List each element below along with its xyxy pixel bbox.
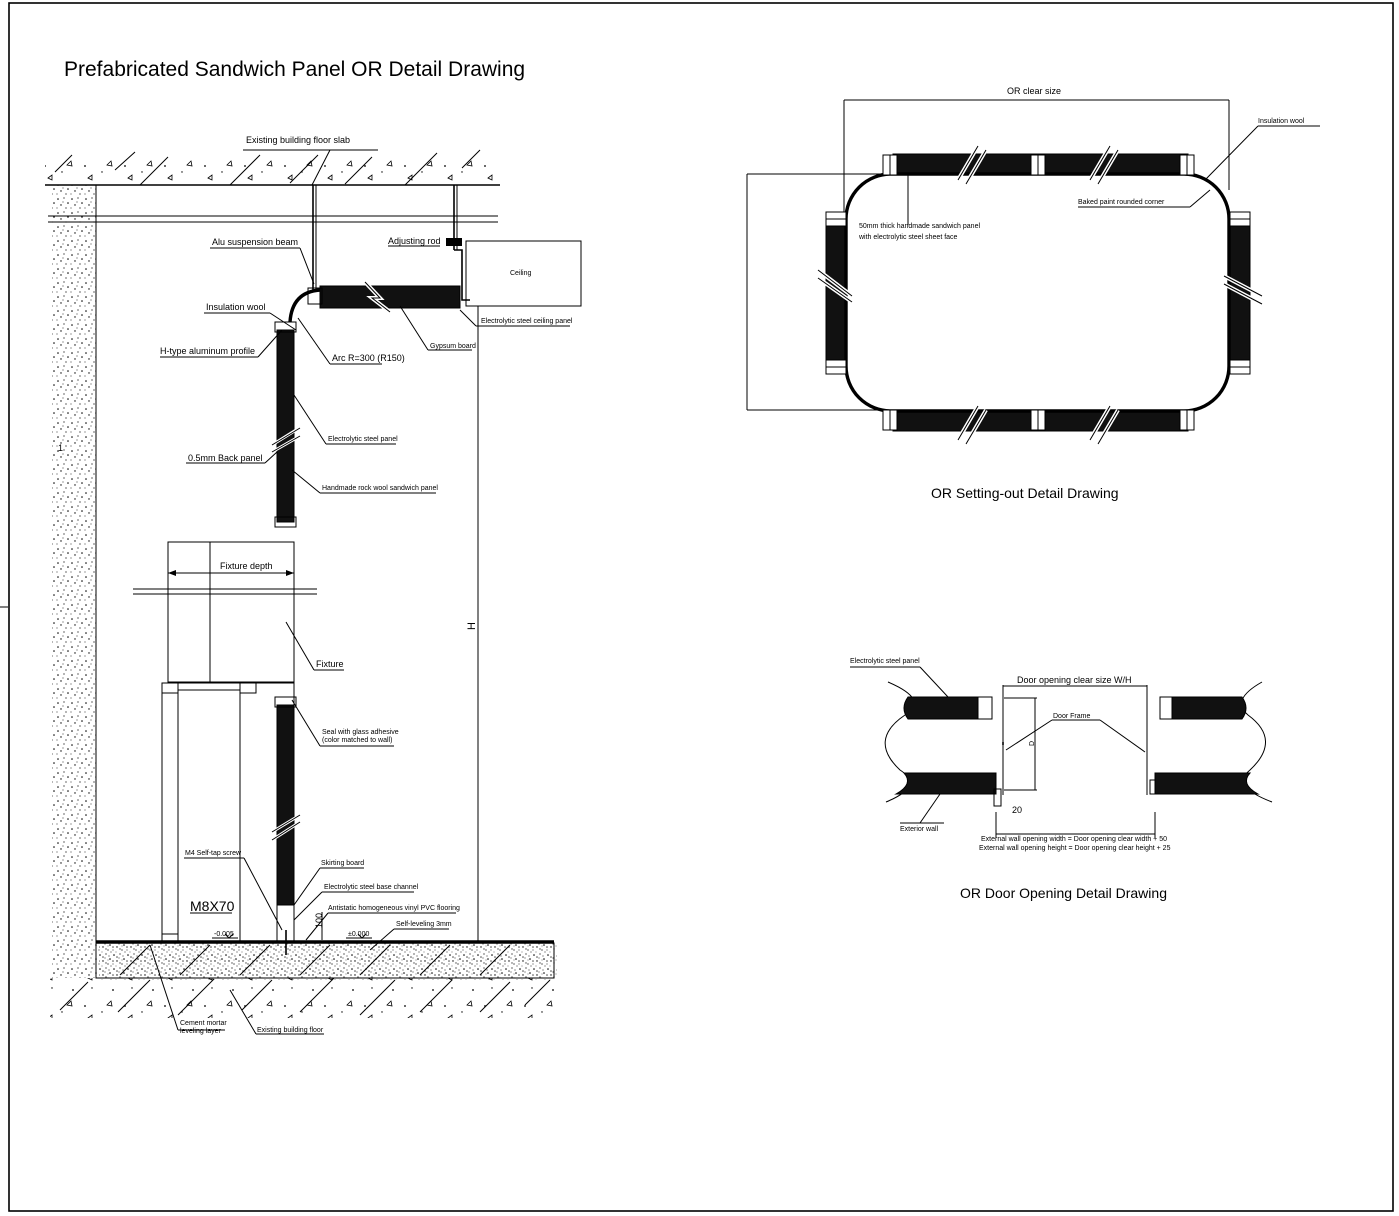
cabinet-cross-1 [161, 682, 179, 694]
door-left-panel-bottom [894, 772, 997, 795]
arc-corner [288, 288, 321, 323]
wall-panel-upper [276, 329, 295, 523]
existing-wall [52, 185, 96, 978]
cabinet-cross-3 [161, 933, 179, 943]
label-door-clear: Door opening clear size W/H [1017, 675, 1132, 685]
label-bolt: M8X70 [190, 898, 235, 914]
sheet-border [8, 2, 1394, 1212]
title-setting-out: OR Setting-out Detail Drawing [931, 485, 1119, 501]
door-left-profile [977, 696, 993, 720]
label-height: H [466, 622, 478, 630]
door-right-sill [1149, 779, 1156, 795]
lower-break [271, 814, 301, 841]
ground-floor [50, 978, 555, 1018]
plan-h-profiles [825, 154, 1251, 431]
label-mortar-2: leveling layer [180, 1028, 222, 1035]
door-opening-detail: Door opening clear size W/H Electrolytic… [850, 658, 1273, 901]
door-leaders [850, 666, 1146, 824]
label-ceiling: Ceiling [510, 270, 532, 277]
label-skirting: Skirting board [321, 860, 364, 867]
label-exterior-wall: Exterior wall [900, 826, 939, 833]
label-pvc: Antistatic homogeneous vinyl PVC floorin… [328, 905, 460, 912]
label-floor-slab: Existing building floor slab [246, 135, 350, 145]
ceiling-panel [319, 285, 461, 309]
leveling-speckle [99, 945, 557, 980]
plan-rounded-outline [844, 172, 1231, 413]
label-level-neg: -0.005 [214, 931, 234, 938]
ceiling-h-profile [307, 287, 323, 305]
door-right-panel-top [1171, 696, 1247, 720]
fixture-frame [167, 541, 295, 683]
label-door-note-1: External wall opening width = Door openi… [981, 836, 1167, 843]
lower-h-profile [274, 696, 297, 708]
upper-h-profile [274, 321, 297, 333]
label-rock-wool: Handmade rock wool sandwich panel [322, 485, 438, 492]
setting-out-plan: OR clear size [746, 86, 1320, 501]
slab-hatch [54, 149, 481, 186]
title-door-opening: OR Door Opening Detail Drawing [960, 885, 1167, 901]
cabinet-inner [177, 689, 241, 943]
plan-breaks [816, 144, 1263, 446]
ceiling-panel-break-line [364, 281, 391, 313]
door-left-panel-top [903, 696, 979, 720]
label-fixture: Fixture [316, 659, 344, 669]
label-fixture-depth: Fixture depth [220, 561, 273, 571]
label-panel-note-2: with electrolytic steel sheet face [858, 234, 958, 241]
label-dim-100: 100 [314, 913, 324, 928]
floor-hatch [59, 977, 551, 1016]
label-door-frame: Door Frame [1053, 713, 1090, 720]
rod-clamp [446, 238, 462, 246]
label-side-mark: 1 [58, 443, 63, 453]
label-dim-20: 20 [1012, 805, 1022, 815]
plan-leaders [907, 125, 1320, 225]
upper-break [271, 427, 301, 453]
label-self-leveling: Self-leveling 3mm [396, 921, 452, 928]
label-clear-size: OR clear size [1007, 86, 1061, 96]
label-alu-beam: Alu suspension beam [212, 237, 298, 247]
section-detail: Ceiling Fixture depth [45, 135, 582, 1035]
label-seal-2: (color matched to wall) [322, 737, 392, 744]
label-mortar-1: Cement mortar [180, 1020, 227, 1027]
upper-bottom-profile [274, 516, 297, 528]
label-screw: M4 Self-tap screw [185, 850, 242, 857]
door-right-profile [1159, 696, 1173, 720]
label-door-note-2: External wall opening height = Door open… [979, 845, 1171, 852]
label-insulation-wool: Insulation wool [206, 302, 266, 312]
label-h-profile: H-type aluminum profile [160, 346, 255, 356]
leveling-hatch [119, 944, 511, 976]
label-steel-panel: Electrolytic steel panel [328, 436, 398, 443]
door-left-sill [993, 788, 1002, 807]
cabinet-cross-2 [239, 682, 257, 694]
level-mark-1 [224, 933, 234, 939]
door-right-panel-bottom [1154, 772, 1260, 795]
label-panel-note-1: 50mm thick handmade sandwich panel [859, 223, 980, 230]
wall-panel-lower [276, 704, 295, 906]
floor-slab [45, 152, 500, 185]
label-back-panel: 0.5mm Back panel [188, 453, 263, 463]
label-arc: Arc R=300 (R150) [332, 353, 405, 363]
label-building-floor: Existing building floor [257, 1027, 324, 1034]
label-baked-corner: Baked paint rounded corner [1078, 199, 1165, 206]
label-dim-d: D [1029, 741, 1036, 746]
label-door-steel-panel: Electrolytic steel panel [850, 658, 920, 665]
label-gypsum: Gypsum board [430, 343, 476, 350]
label-seal-1: Seal with glass adhesive [322, 729, 399, 736]
label-adjusting-rod: Adjusting rod [388, 236, 441, 246]
ceiling-box [465, 240, 582, 307]
section-leaders [149, 149, 570, 1035]
label-steel-ceiling: Electrolytic steel ceiling panel [481, 318, 573, 325]
label-base-channel: Electrolytic steel base channel [324, 884, 419, 891]
label-level-zero: ±0.000 [348, 931, 369, 938]
main-title: Prefabricated Sandwich Panel OR Detail D… [64, 58, 525, 81]
label-plan-insulation: Insulation wool [1258, 118, 1305, 125]
level-mark-2 [357, 933, 367, 939]
